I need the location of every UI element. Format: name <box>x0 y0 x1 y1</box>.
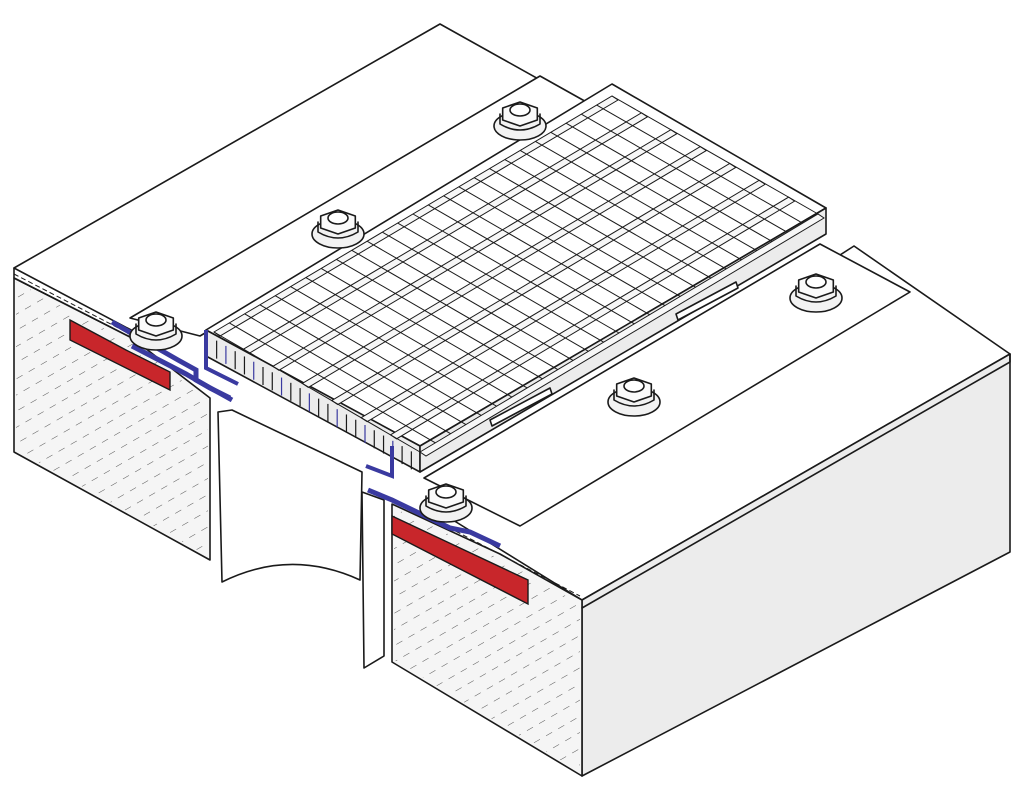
right-mounting-strip <box>423 243 911 527</box>
grating-cross-bar <box>489 168 696 288</box>
grating-cross-bar <box>412 213 620 334</box>
grating-cross-bar <box>229 322 436 444</box>
grating-cross-bar <box>443 195 650 316</box>
hex-bolt-icon <box>311 209 365 249</box>
grating-cross-bar <box>244 313 451 435</box>
grating-cross-bar <box>382 231 589 352</box>
grating-cross-bar <box>397 222 604 343</box>
grating-cross-bar <box>428 204 635 325</box>
grating-cover <box>205 83 827 473</box>
grating-cross-bar <box>351 249 559 371</box>
grating-cross-bar <box>581 113 788 233</box>
right-block-hatch <box>394 508 580 772</box>
right-concrete-block <box>367 245 1011 777</box>
left-block-hatch <box>16 282 208 556</box>
grating-blue-flange-left <box>204 330 239 386</box>
grating-cross-bar <box>565 122 773 242</box>
hex-bolt-icon <box>419 483 473 523</box>
grating-cross-bar <box>290 286 497 407</box>
grating-cross-bar <box>504 159 712 279</box>
grating-cross-bar <box>274 295 482 416</box>
grating-cross-bar <box>320 268 528 389</box>
grating-blue-flange-right <box>365 446 394 479</box>
left-red-seal <box>69 318 171 392</box>
grating-cross-bar <box>519 150 727 270</box>
strip-slots <box>489 281 739 427</box>
right-blue-angle <box>367 487 502 549</box>
bolts <box>129 101 843 523</box>
grating-cross-bar <box>336 258 543 380</box>
right-red-seal <box>391 514 529 606</box>
grating-cross-bar <box>596 104 803 224</box>
grating-cross-bar <box>611 95 819 215</box>
left-blue-angle-lower <box>130 343 232 401</box>
grating-cross-bar <box>535 140 742 261</box>
hex-bolt-icon <box>493 101 547 141</box>
slot <box>489 387 553 427</box>
hex-bolt-icon <box>607 377 661 417</box>
hex-bolt-icon <box>129 311 183 351</box>
grating-cross-bar <box>458 186 666 306</box>
grating-bearing-bar <box>419 213 825 457</box>
grating-cross-bar <box>259 304 467 425</box>
grating-cross-bar <box>305 277 513 398</box>
slot <box>675 281 739 321</box>
flexible-sheet <box>217 409 385 669</box>
grating-cross-bar <box>473 177 681 297</box>
grating-cross-bar <box>550 131 758 252</box>
left-concrete-block <box>13 23 577 561</box>
grating-cross-bar <box>213 331 421 453</box>
grating-cross-bar <box>366 240 574 361</box>
hex-bolt-icon <box>789 273 843 313</box>
